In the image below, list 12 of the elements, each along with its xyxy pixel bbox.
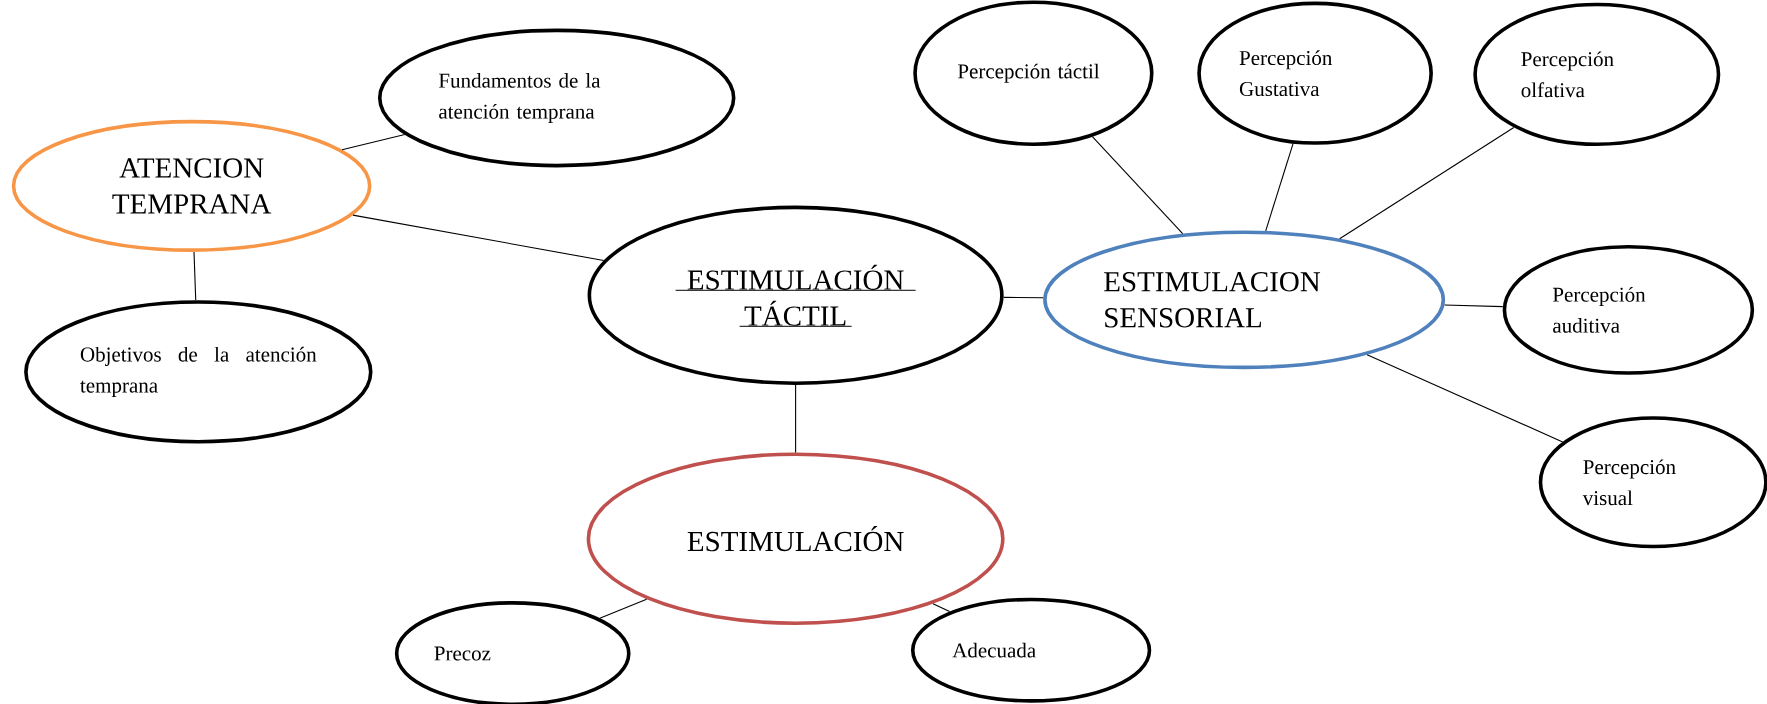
connector-line xyxy=(1339,126,1515,240)
connector-line xyxy=(193,251,197,301)
connector-line xyxy=(932,603,951,613)
connector-line xyxy=(1366,354,1564,443)
connector-line xyxy=(1091,136,1184,235)
connector-line xyxy=(1003,296,1044,299)
connector-line xyxy=(795,384,797,453)
connector-line xyxy=(352,214,605,262)
connector-line xyxy=(1443,304,1504,308)
connector-line xyxy=(341,134,406,151)
connector-line xyxy=(1265,143,1294,232)
connector-line xyxy=(599,598,648,619)
